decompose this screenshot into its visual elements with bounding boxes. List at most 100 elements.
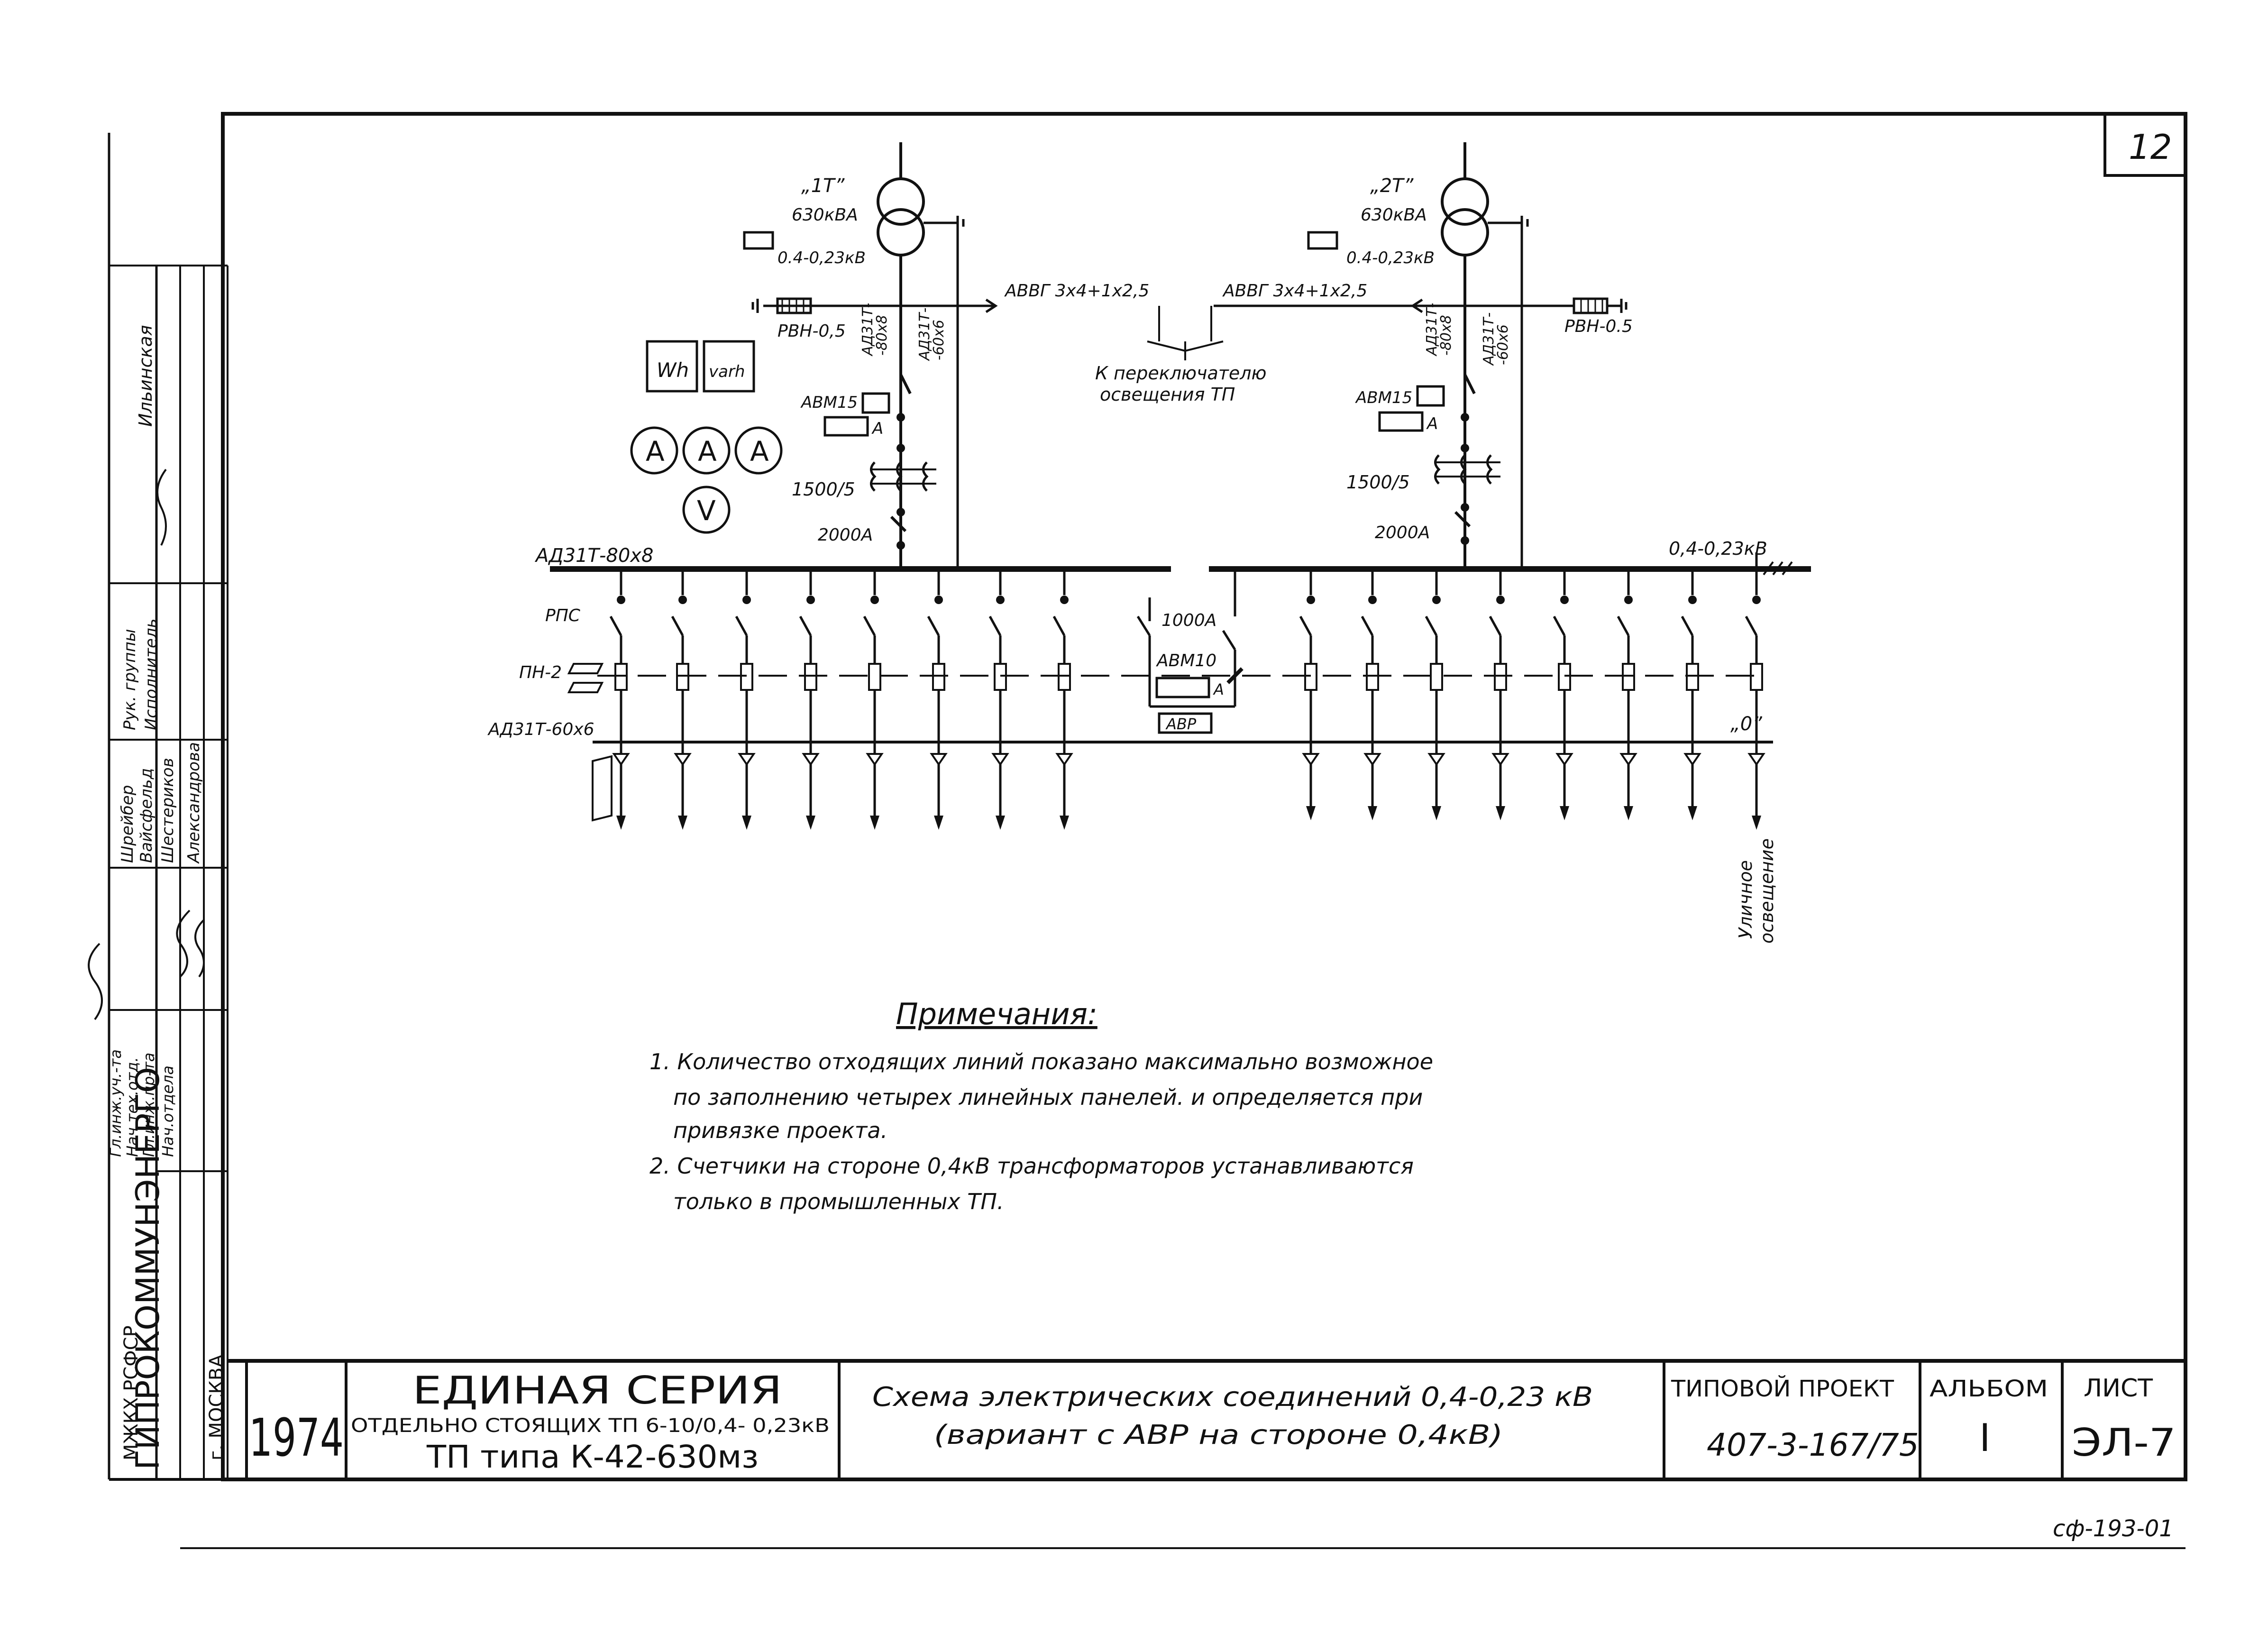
stamp-role2-2: Исполнитель (142, 618, 161, 730)
line-6-arrow (934, 816, 943, 830)
line-15-fuse (1686, 663, 1699, 691)
lighting-switch-feed (1147, 306, 1224, 360)
line-16-cable-end (1747, 753, 1765, 766)
sheet-number: 12 (2129, 127, 2172, 167)
side-stamp: МЖКХ РСФСР ГИПРОКОММУНЭНЕРГО г. МОСКВА Г… (88, 133, 229, 1479)
line-12-fuse (1494, 663, 1507, 691)
arrester-right-label: РВН-0.5 (1564, 317, 1633, 336)
line-7-disconnector-top (996, 596, 1005, 604)
stamp-role-4: Нач.отдела (159, 1065, 177, 1157)
line-10-cable-end (1363, 753, 1381, 766)
line-13-cable-end (1555, 753, 1573, 766)
line-14-cable-end (1619, 753, 1637, 766)
rps-label: РПС (545, 606, 581, 625)
to-switch-1: К переключателю (1095, 363, 1267, 384)
t1-rating: 630кВА (792, 205, 858, 225)
note-line-2: по заполнению четырех линейных панелей. … (673, 1084, 1423, 1110)
street-label-1: Уличное (1735, 860, 1756, 939)
line-1-disconnector-top (617, 596, 625, 604)
line-11-disconnector-top (1432, 596, 1441, 604)
line-3-disconnector-top (742, 596, 751, 604)
stamp-org: ГИПРОКОММУНЭНЕРГО (129, 1067, 167, 1470)
line-14-fuse (1622, 663, 1635, 691)
line-15-cable-end (1683, 753, 1701, 766)
line-10-fuse (1366, 663, 1379, 691)
line-15-disconnector-top (1688, 596, 1697, 604)
line-7-cable-end (991, 753, 1009, 766)
tb-drawing-title: Схема электрических соединений 0,4-0,23 … (872, 1382, 1593, 1413)
t2-voltage: 0.4-0,23кВ (1346, 248, 1435, 267)
t2-name: „2T” (1370, 175, 1414, 197)
note-line-1: 1. Количество отходящих линий показано м… (649, 1049, 1433, 1074)
line-7-fuse (994, 663, 1007, 691)
pn2-label: ПН-2 (519, 663, 562, 682)
line-15-arrow (1688, 806, 1697, 820)
line-15-disconnector-blade (1681, 615, 1694, 636)
line-9-arrow (1306, 806, 1316, 820)
stamp-name2-1: Ильинская (135, 325, 156, 427)
ammeter-2 (682, 426, 731, 475)
ct-right-label: 1500/5 (1346, 472, 1410, 493)
line-13-arrow (1560, 806, 1569, 820)
line-10-arrow (1368, 806, 1377, 820)
doc-code: сф-193-01 (2053, 1515, 2174, 1542)
line-12-arrow (1496, 806, 1505, 820)
title-block (245, 1361, 2064, 1479)
breaker-right-unit: А (1426, 414, 1438, 433)
line-10-disconnector-blade (1361, 615, 1374, 636)
ammeter-3-label: A (750, 435, 769, 468)
stamp-role-2: Нач.тех.отд. (123, 1057, 141, 1157)
line-7-disconnector-blade (988, 615, 1002, 636)
cable-right-label: АВВГ 3х4+1х2,5 (1222, 281, 1367, 301)
stamp-city: г. МОСКВА (206, 1354, 228, 1460)
notes-title: Примечания: (896, 997, 1097, 1031)
line-14-arrow (1624, 806, 1633, 820)
tb-album-value: I (1979, 1416, 1991, 1460)
line-12-disconnector-blade (1489, 615, 1502, 636)
line-12-disconnector-top (1496, 596, 1505, 604)
stamp-role2-1: Рук. группы (120, 629, 139, 730)
meter-varh: varh (709, 362, 745, 381)
line-13-disconnector-top (1560, 596, 1569, 604)
line-8-arrow (1060, 816, 1069, 830)
tb-series-title: ЕДИНАЯ СЕРИЯ (412, 1368, 782, 1413)
line-4-fuse (804, 663, 817, 691)
street-label-2: освещение (1756, 838, 1777, 944)
line-1-arrow (616, 816, 626, 830)
to-switch-2: освещения ТП (1100, 384, 1235, 405)
line-7-arrow (996, 816, 1005, 830)
line-5-fuse (868, 663, 881, 691)
abm10-unit: А (1213, 680, 1224, 698)
line-8-disconnector-blade (1052, 615, 1066, 636)
line-11-arrow (1432, 806, 1441, 820)
tb-album-label: АЛЬБОМ (1930, 1376, 2048, 1402)
drawing-frame (109, 112, 2187, 1549)
avr-section (1136, 569, 1244, 734)
line-3-arrow (742, 816, 751, 830)
line-2-disconnector-blade (671, 615, 684, 636)
rating-right-label: 2000А (1375, 523, 1430, 542)
line-16-disconnector-blade (1745, 615, 1758, 636)
line-14-disconnector-blade (1617, 615, 1630, 636)
ammeter-1-label: A (646, 435, 665, 468)
line-9-disconnector-top (1307, 596, 1315, 604)
line-2-arrow (678, 816, 687, 830)
line-16-fuse (1750, 663, 1763, 691)
breaker-left-label: АВМ15 (800, 393, 858, 412)
line-1-cable-end (612, 753, 630, 766)
tb-year: 1974 (249, 1407, 344, 1468)
line-11-disconnector-blade (1425, 615, 1438, 636)
bus-tap-a1: АД31Т- (860, 303, 876, 357)
bus-tap-c2: -80х8 (1438, 315, 1454, 356)
ammeter-3 (734, 426, 783, 475)
feeder-2 (1378, 374, 1500, 545)
ct-left-label: 1500/5 (792, 479, 855, 500)
bus-tap-d1: АД31Т- (1481, 312, 1497, 366)
t1-name: „1T” (801, 175, 845, 197)
ammeter-2-label: A (698, 435, 717, 468)
stamp-name-1: Шрейбер (118, 785, 137, 863)
line-12-cable-end (1491, 753, 1509, 766)
note-line-5: только в промышленных ТП. (673, 1189, 1004, 1214)
voltmeter (682, 486, 731, 534)
